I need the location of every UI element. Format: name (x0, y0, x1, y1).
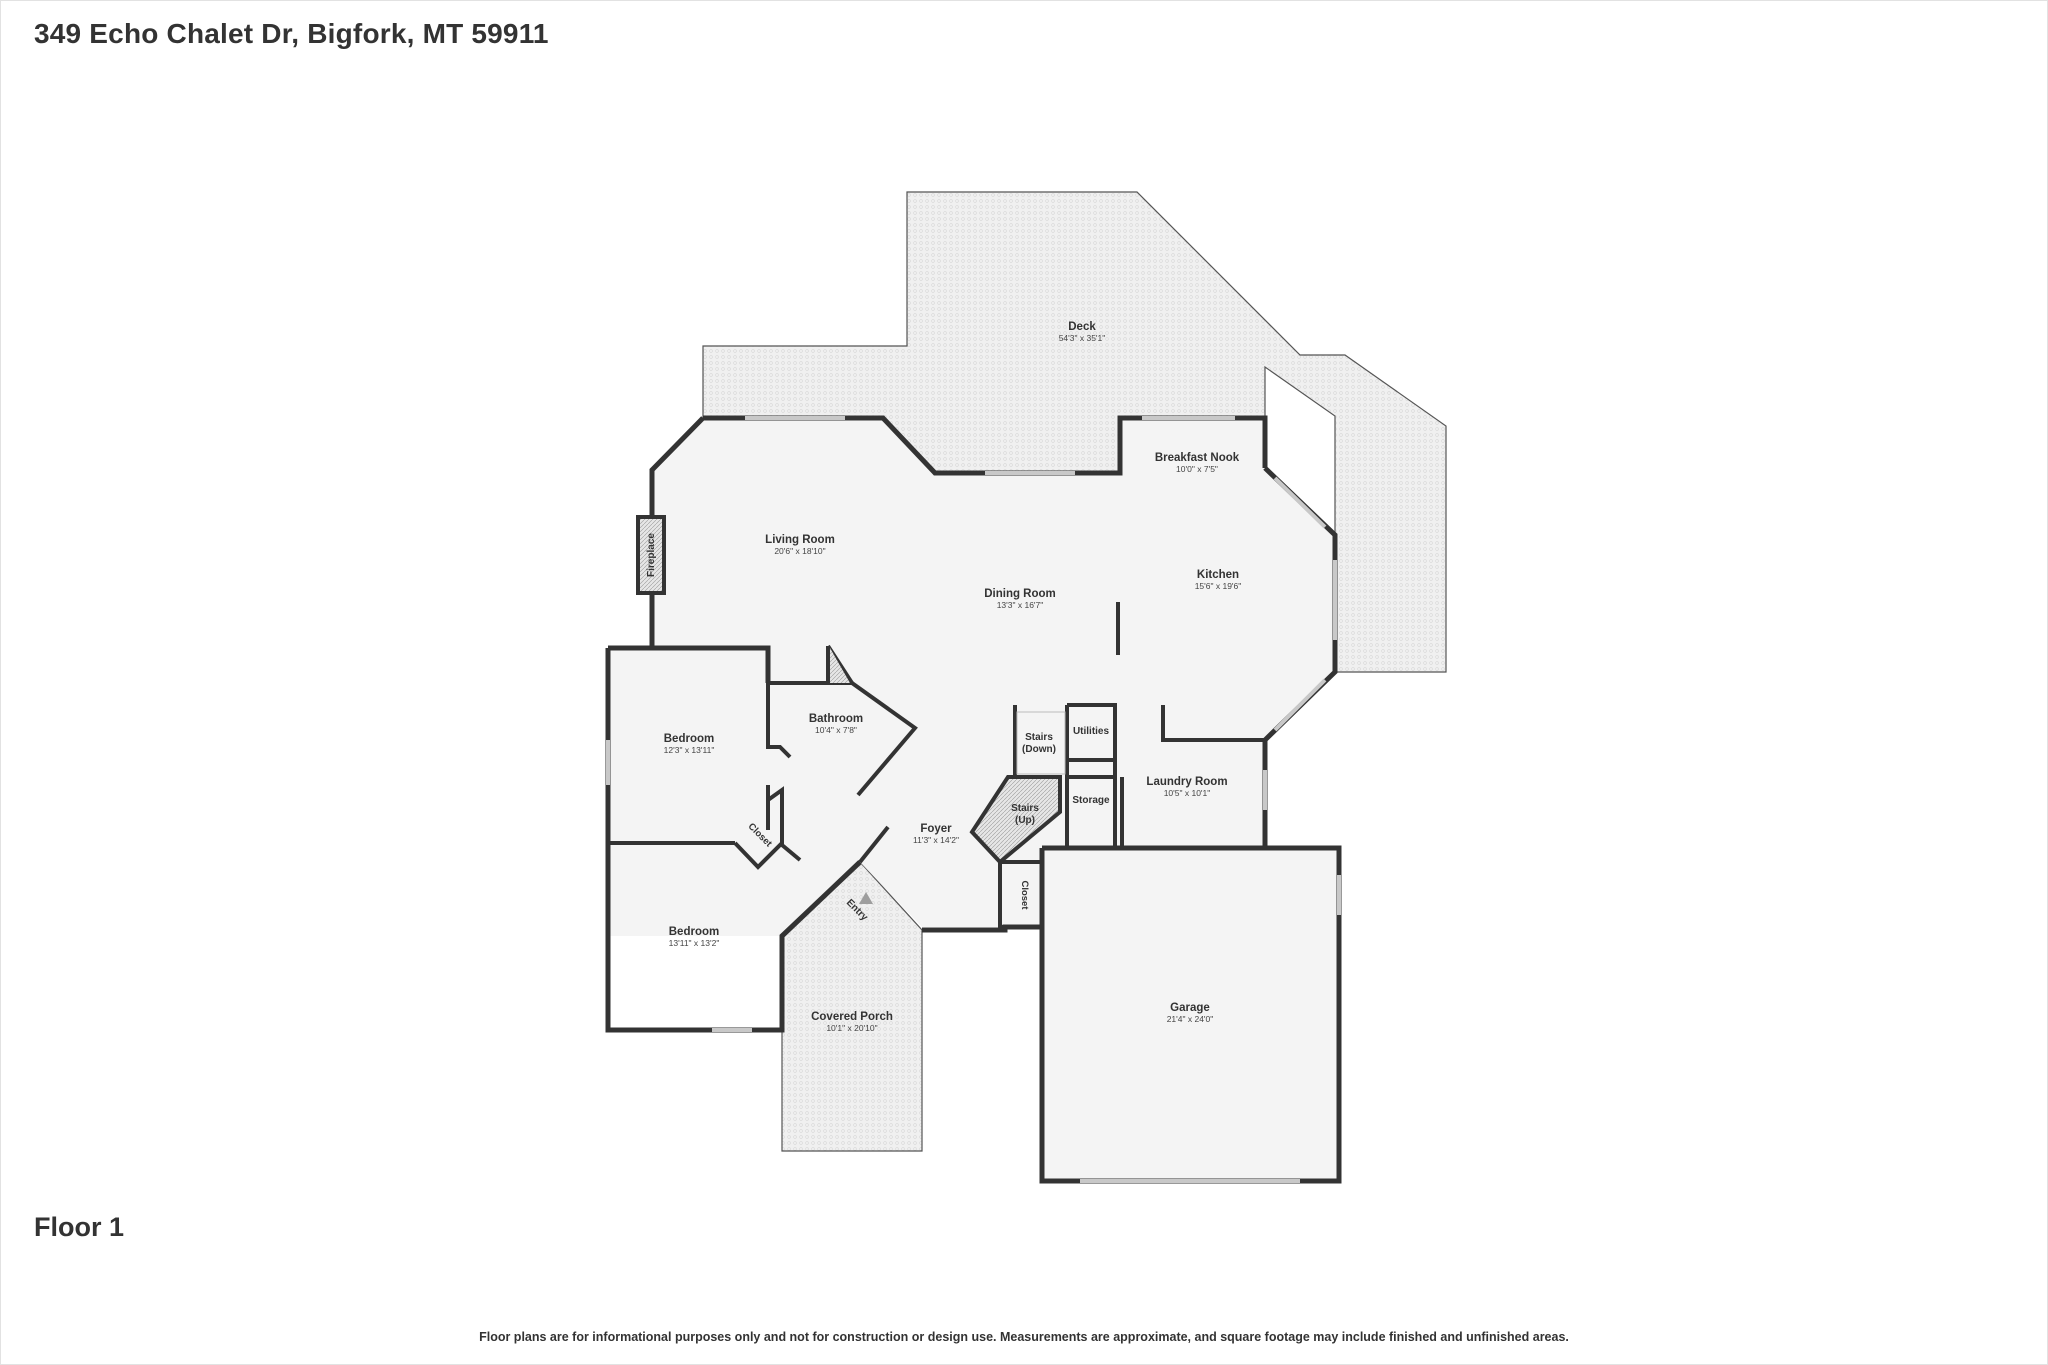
bedroom-2-dim: 13'11" x 13'2" (669, 938, 720, 948)
dining-room-dim: 13'3" x 16'7" (997, 600, 1044, 610)
stairs-down-label-2: (Down) (1022, 744, 1056, 755)
foyer-dim: 11'3" x 14'2" (913, 835, 959, 845)
windows (606, 416, 1341, 1183)
laundry-room-dim: 10'5" x 10'1" (1164, 788, 1211, 798)
stairs-down-label-1: Stairs (1025, 732, 1053, 743)
closet-2-label: Closet (1019, 880, 1030, 910)
dining-room-label: Dining Room (984, 588, 1056, 600)
bathroom-hatch (830, 648, 850, 683)
bedroom-1-dim: 12'3" x 13'11" (664, 745, 715, 755)
garage-label: Garage (1170, 1002, 1210, 1014)
storage-label: Storage (1072, 795, 1110, 806)
covered-porch-dim: 10'1" x 20'10" (826, 1023, 877, 1033)
utilities-label: Utilities (1073, 726, 1110, 737)
living-room-label: Living Room (765, 534, 835, 546)
bathroom-dim: 10'4" x 7'8" (815, 725, 857, 735)
floor-label: Floor 1 (34, 1212, 125, 1242)
deck-label: Deck (1068, 321, 1096, 333)
garage-dim: 21'4" x 24'0" (1167, 1014, 1214, 1024)
stairs-up-label-2: (Up) (1015, 815, 1035, 826)
bathroom-label: Bathroom (809, 713, 863, 725)
deck-shape (702, 191, 1447, 673)
garage-floor (1042, 848, 1339, 1181)
entry-arrow-icon (859, 892, 873, 904)
disclaimer: Floor plans are for informational purpos… (479, 1330, 1569, 1344)
bedroom-2-label: Bedroom (669, 926, 719, 938)
fireplace-label: Fireplace (646, 533, 657, 577)
foyer-label: Foyer (920, 823, 952, 835)
bedroom-1-label: Bedroom (664, 733, 714, 745)
covered-porch-label: Covered Porch (811, 1011, 893, 1023)
property-address: 349 Echo Chalet Dr, Bigfork, MT 59911 (34, 18, 549, 49)
fireplace-box (636, 515, 666, 595)
kitchen-label: Kitchen (1197, 569, 1239, 581)
stairs-down-fill (1016, 711, 1066, 775)
living-room-dim: 20'6" x 18'10" (774, 546, 825, 556)
stairs-up-label-1: Stairs (1011, 803, 1039, 814)
deck-dim: 54'3" x 35'1" (1059, 333, 1106, 343)
main-floor (608, 418, 1335, 936)
interior-walls (608, 602, 1265, 932)
breakfast-nook-dim: 10'0" x 7'5" (1176, 464, 1218, 474)
breakfast-nook-label: Breakfast Nook (1155, 452, 1240, 464)
kitchen-dim: 15'6" x 19'6" (1195, 581, 1242, 591)
laundry-room-label: Laundry Room (1146, 776, 1227, 788)
